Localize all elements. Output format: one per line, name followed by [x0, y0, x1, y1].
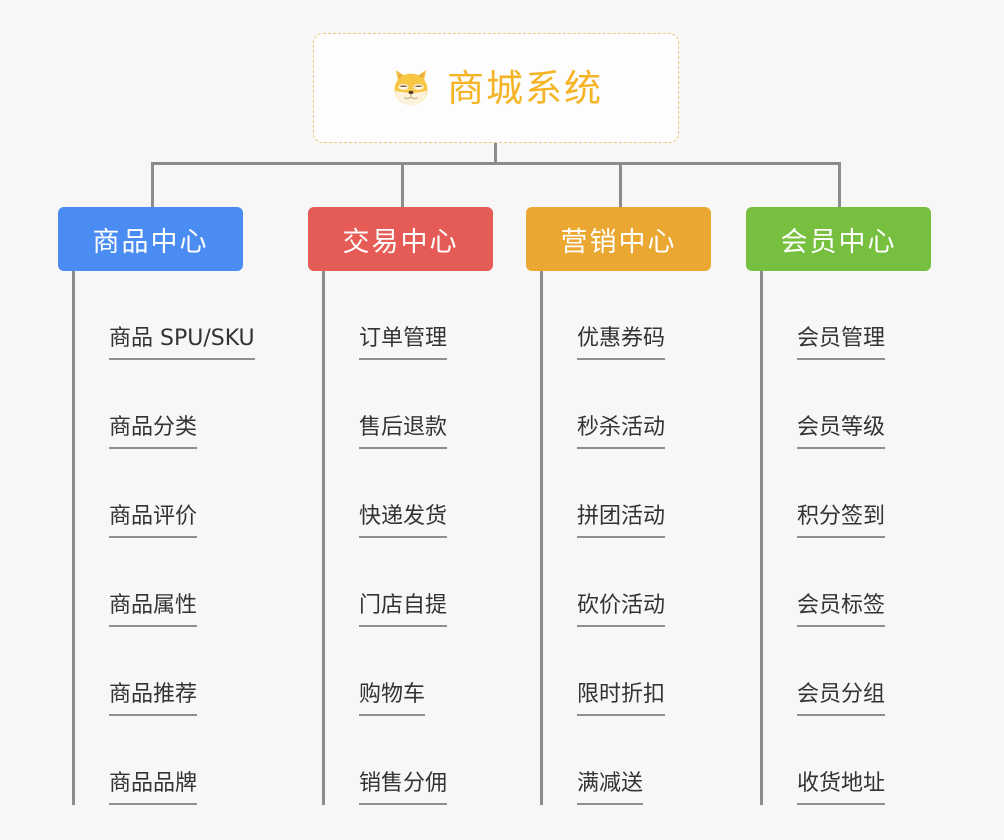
branch-items-list-2: 订单管理 售后退款 快递发货 门店自提 购物车 销售分佣 — [322, 271, 493, 805]
branch-header-marketing-center[interactable]: 营销中心 — [526, 207, 711, 271]
list-item-label: 商品品牌 — [109, 771, 198, 805]
list-item-label: 拼团活动 — [577, 504, 666, 538]
list-item-label: 商品 SPU/SKU — [109, 326, 255, 360]
branch-items-list-4: 会员管理 会员等级 积分签到 会员标签 会员分组 收货地址 — [760, 271, 931, 805]
list-item-label: 商品分类 — [109, 415, 198, 449]
shiba-dog-face-icon — [389, 66, 433, 110]
connector-drop-branch-2 — [401, 162, 404, 207]
branch-header-label: 商品中心 — [92, 226, 209, 258]
root-node-mall-system[interactable]: 商城系统 — [313, 33, 679, 143]
connector-drop-branch-3 — [619, 162, 622, 207]
branch-header-label: 营销中心 — [560, 226, 677, 258]
list-item-label: 砍价活动 — [577, 593, 666, 627]
connector-horizontal-bus — [151, 162, 841, 165]
list-item-label: 售后退款 — [359, 415, 448, 449]
branch-header-trade-center[interactable]: 交易中心 — [308, 207, 493, 271]
list-item[interactable]: 会员等级 — [763, 360, 931, 449]
connector-drop-branch-1 — [151, 162, 154, 207]
list-item[interactable]: 拼团活动 — [543, 449, 711, 538]
list-item-label: 快递发货 — [359, 504, 448, 538]
list-item-label: 满减送 — [577, 771, 644, 805]
list-item[interactable]: 商品推荐 — [75, 627, 243, 716]
branch-header-label: 会员中心 — [780, 226, 897, 258]
list-item[interactable]: 积分签到 — [763, 449, 931, 538]
list-item[interactable]: 会员标签 — [763, 538, 931, 627]
branch-column-1: 商品中心 商品 SPU/SKU 商品分类 商品评价 商品属性 商品推荐 商品品牌 — [58, 207, 255, 805]
list-item[interactable]: 门店自提 — [325, 538, 493, 627]
list-item-label: 订单管理 — [359, 326, 448, 360]
list-item-label: 销售分佣 — [359, 771, 448, 805]
list-item[interactable]: 商品属性 — [75, 538, 243, 627]
list-item[interactable]: 秒杀活动 — [543, 360, 711, 449]
list-item-label: 会员标签 — [797, 593, 886, 627]
root-node-content: 商城系统 — [389, 66, 603, 110]
list-item[interactable]: 收货地址 — [763, 716, 931, 805]
list-item[interactable]: 会员管理 — [763, 271, 931, 360]
list-item[interactable]: 商品分类 — [75, 360, 243, 449]
list-item-label: 秒杀活动 — [577, 415, 666, 449]
branch-items-list-3: 优惠券码 秒杀活动 拼团活动 砍价活动 限时折扣 满减送 — [540, 271, 711, 805]
list-item[interactable]: 会员分组 — [763, 627, 931, 716]
branch-column-2: 交易中心 订单管理 售后退款 快递发货 门店自提 购物车 销售分佣 — [308, 207, 493, 805]
list-item-label: 收货地址 — [797, 771, 886, 805]
list-item[interactable]: 售后退款 — [325, 360, 493, 449]
list-item-label: 会员分组 — [797, 682, 886, 716]
list-item[interactable]: 商品 SPU/SKU — [75, 271, 255, 360]
list-item-label: 门店自提 — [359, 593, 448, 627]
list-item-label: 限时折扣 — [577, 682, 666, 716]
list-item-label: 购物车 — [359, 682, 426, 716]
list-item[interactable]: 订单管理 — [325, 271, 493, 360]
branch-items-list-1: 商品 SPU/SKU 商品分类 商品评价 商品属性 商品推荐 商品品牌 — [72, 271, 255, 805]
list-item-label: 商品评价 — [109, 504, 198, 538]
list-item-label: 积分签到 — [797, 504, 886, 538]
list-item-label: 商品推荐 — [109, 682, 198, 716]
branch-column-3: 营销中心 优惠券码 秒杀活动 拼团活动 砍价活动 限时折扣 满减送 — [526, 207, 711, 805]
branch-header-product-center[interactable]: 商品中心 — [58, 207, 243, 271]
list-item[interactable]: 快递发货 — [325, 449, 493, 538]
list-item[interactable]: 商品评价 — [75, 449, 243, 538]
list-item[interactable]: 限时折扣 — [543, 627, 711, 716]
list-item[interactable]: 满减送 — [543, 716, 711, 805]
list-item[interactable]: 砍价活动 — [543, 538, 711, 627]
connector-root-stem — [494, 143, 497, 165]
connector-drop-branch-4 — [838, 162, 841, 207]
list-item-label: 优惠券码 — [577, 326, 666, 360]
list-item[interactable]: 商品品牌 — [75, 716, 243, 805]
list-item-label: 会员管理 — [797, 326, 886, 360]
list-item-label: 会员等级 — [797, 415, 886, 449]
list-item[interactable]: 销售分佣 — [325, 716, 493, 805]
branch-header-member-center[interactable]: 会员中心 — [746, 207, 931, 271]
branch-column-4: 会员中心 会员管理 会员等级 积分签到 会员标签 会员分组 收货地址 — [746, 207, 931, 805]
root-node-title: 商城系统 — [447, 66, 603, 110]
list-item-label: 商品属性 — [109, 593, 198, 627]
list-item[interactable]: 购物车 — [325, 627, 493, 716]
branch-header-label: 交易中心 — [342, 226, 459, 258]
list-item[interactable]: 优惠券码 — [543, 271, 711, 360]
